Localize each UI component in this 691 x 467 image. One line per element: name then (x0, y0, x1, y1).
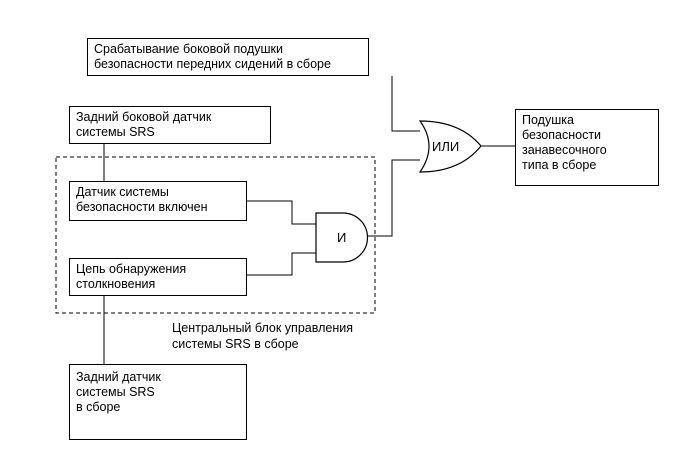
line-collision-to-and (247, 252, 316, 276)
line-front-airbag-to-or (391, 76, 420, 132)
box-rear-sensor-assembly: Задний датчик системы SRS в сборе (69, 364, 247, 440)
box-curtain-airbag: Подушка безопасности занавесочного типа … (515, 109, 659, 186)
box-rear-sensor-assembly-label: Задний датчик системы SRS в сборе (76, 370, 161, 414)
box-curtain-airbag-label: Подушка безопасности занавесочного типа … (522, 113, 607, 172)
ecu-group-caption: Центральный блок управления системы SRS … (172, 321, 353, 351)
line-and-to-or (367, 159, 420, 237)
or-gate-label: ИЛИ (432, 139, 459, 154)
ecu-group-boundary (55, 156, 376, 314)
line-safing-to-and (247, 200, 316, 225)
box-rear-side-sensor: Задний боковой датчик системы SRS (69, 106, 271, 144)
and-gate-label: И (337, 230, 346, 245)
box-collision-circuit-label: Цепь обнаружения столкновения (76, 262, 187, 291)
box-safing-sensor: Датчик системы безопасности включен (69, 181, 247, 221)
box-rear-side-sensor-label: Задний боковой датчик системы SRS (76, 110, 212, 139)
box-safing-sensor-label: Датчик системы безопасности включен (76, 185, 208, 214)
and-gate (315, 212, 369, 263)
box-front-seat-airbag: Срабатывание боковой подушки безопасност… (87, 38, 369, 76)
box-front-seat-airbag-label: Срабатывание боковой подушки безопасност… (94, 42, 331, 71)
box-collision-circuit: Цепь обнаружения столкновения (69, 258, 247, 296)
or-gate (418, 120, 482, 173)
